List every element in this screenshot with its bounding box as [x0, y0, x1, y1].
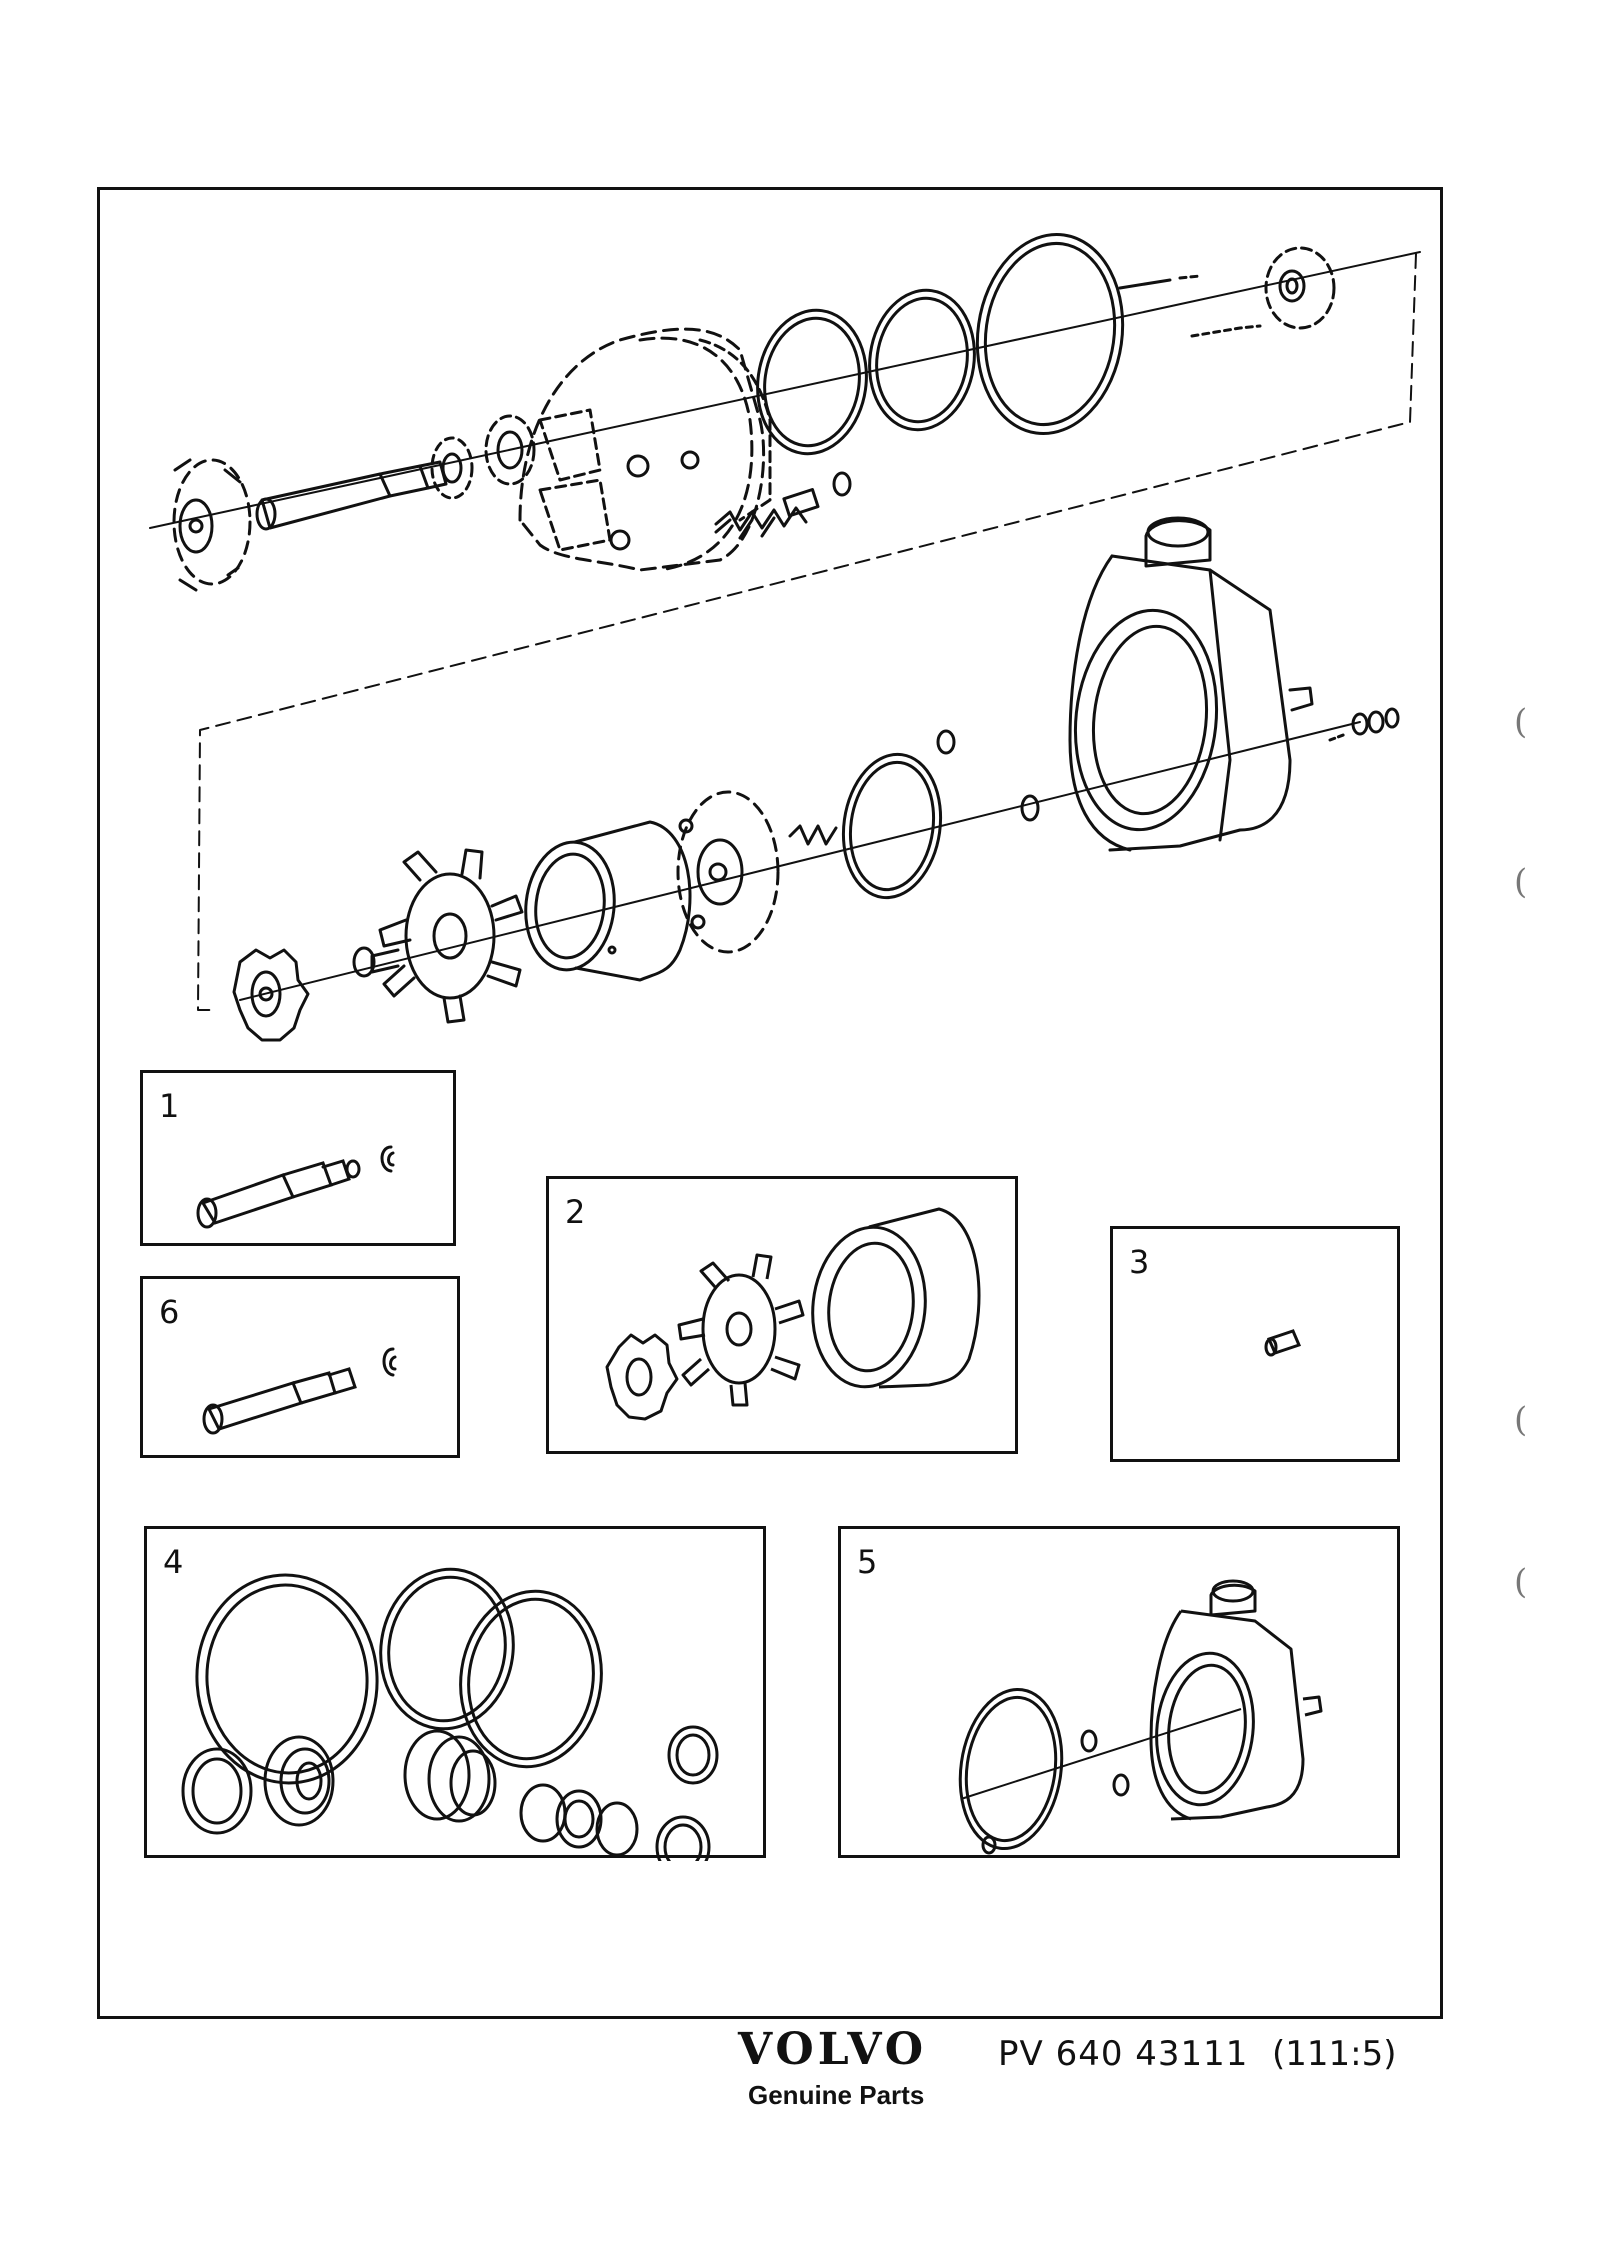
drive-shaft — [255, 460, 448, 531]
kit-box-3: 3 — [1110, 1226, 1400, 1462]
kit-box-1: 1 — [140, 1070, 456, 1246]
page-reference: (111:5) — [1272, 2034, 1397, 2074]
part-number: PV 640 43111 — [998, 2034, 1249, 2074]
kit-1-shaft-illustration — [196, 1145, 395, 1229]
rotor-with-vanes — [370, 848, 524, 1024]
upper-axis-line — [149, 251, 1421, 529]
kit-number: 4 — [163, 1543, 184, 1581]
genuine-parts-tagline: Genuine Parts — [748, 2080, 925, 2110]
kit-number: 2 — [565, 1193, 586, 1231]
edge-mark: ( — [1514, 1400, 1528, 1440]
kit-box-4: 4 — [144, 1526, 766, 1861]
edge-mark: ( — [1514, 1562, 1528, 1602]
kit-number: 6 — [159, 1293, 180, 1331]
kit-box-6: 6 — [140, 1276, 460, 1458]
pulley-hub — [172, 458, 252, 592]
kit-6-shaft-illustration — [202, 1347, 397, 1435]
top-right-fitting — [1118, 246, 1336, 338]
small-gear — [232, 948, 310, 1042]
kit-box-2: 2 — [546, 1176, 1018, 1454]
kit-box-5: 5 — [838, 1526, 1400, 1858]
shaft-seal — [430, 436, 474, 500]
lower-washer — [352, 946, 376, 978]
reservoir-housing — [1068, 516, 1314, 852]
edge-mark: ( — [1514, 702, 1528, 742]
kit-4-seals-illustration — [181, 1567, 719, 1861]
flow-valve — [714, 471, 852, 540]
outlet-fittings — [1328, 707, 1400, 742]
lower-seal-ring — [841, 752, 943, 900]
seal-rings-upper — [756, 232, 1125, 456]
assembly-connector-line — [197, 253, 1417, 1011]
kit-2-rotor-illustration — [605, 1207, 981, 1421]
lower-o-ring-small — [1020, 794, 1040, 822]
edge-mark: ( — [1514, 862, 1528, 902]
kit-number: 3 — [1129, 1243, 1150, 1281]
cam-ring — [524, 820, 692, 982]
pressure-plate — [676, 790, 780, 954]
kit-5-reservoir-illustration — [958, 1579, 1323, 1855]
volvo-logo: VOLVO — [738, 2024, 928, 2075]
plate-spring — [788, 729, 956, 846]
diagram-frame — [97, 187, 1443, 2019]
kit-3-pin-illustration — [1264, 1329, 1302, 1357]
kit-number: 1 — [159, 1087, 180, 1125]
kit-number: 5 — [857, 1543, 878, 1581]
pump-body — [484, 327, 772, 572]
lower-axis-line — [239, 721, 1361, 1001]
